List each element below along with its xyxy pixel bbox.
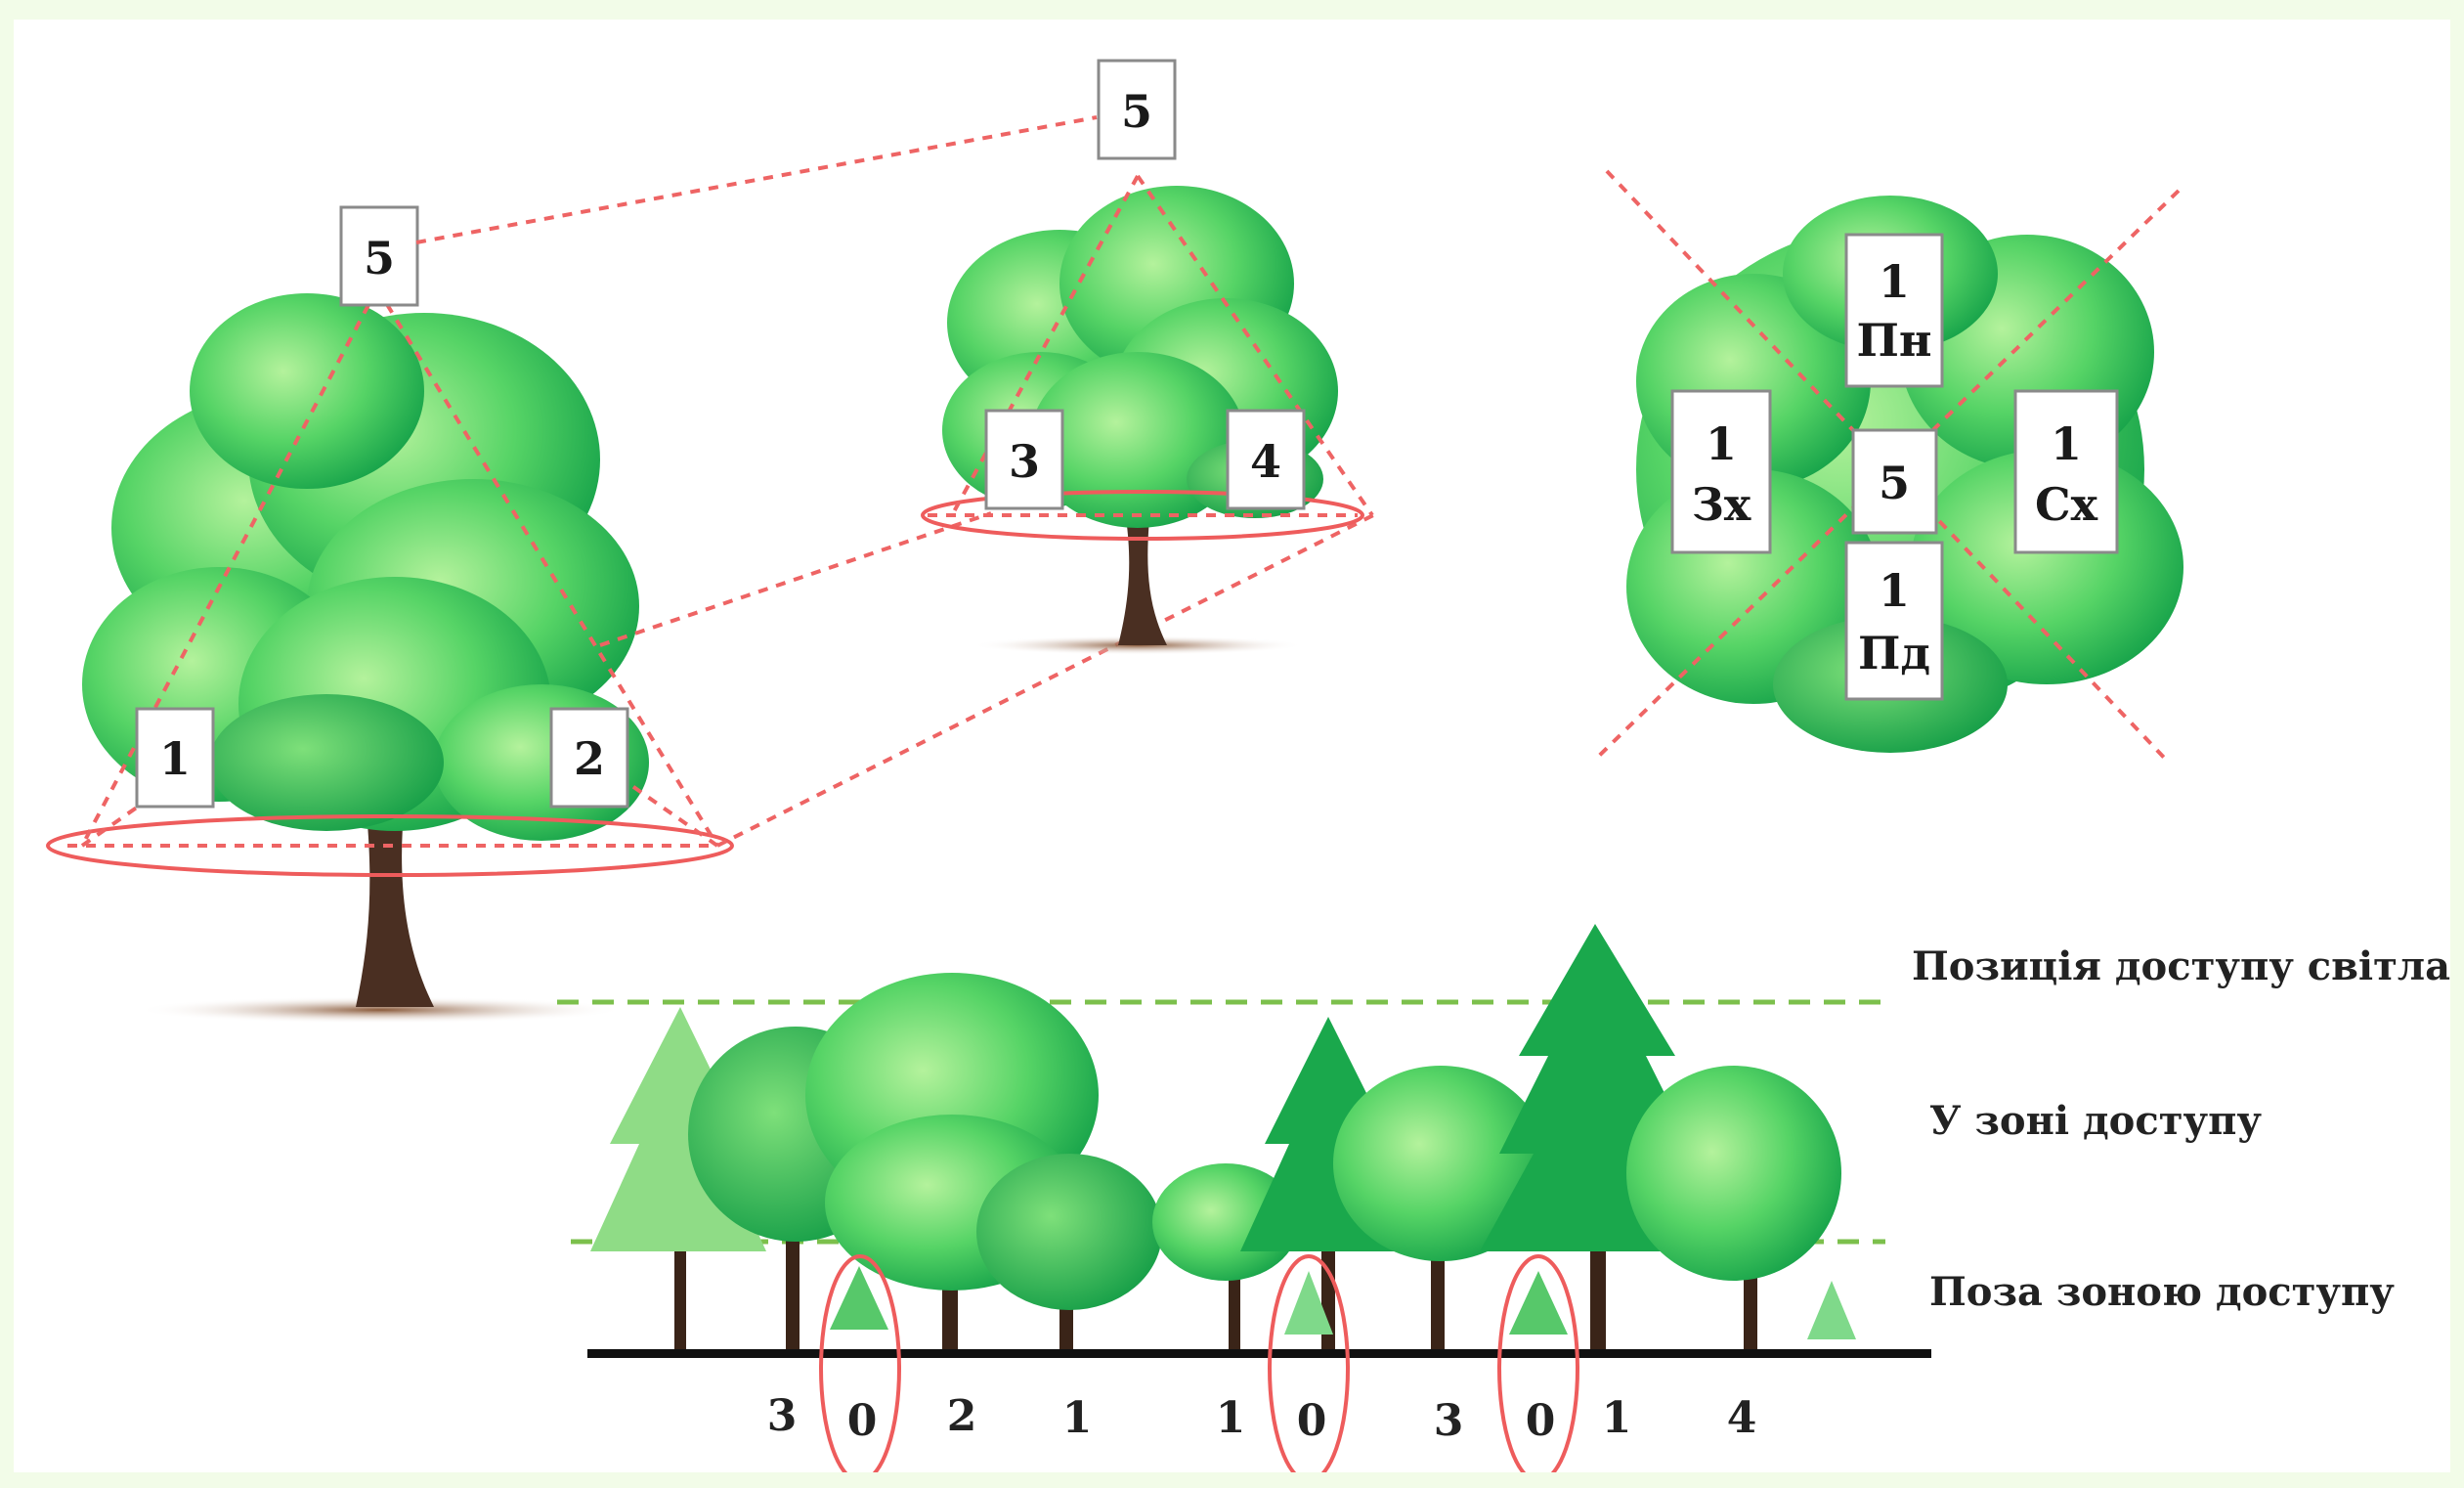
svg-text:1: 1 — [1879, 255, 1910, 308]
label-west: 1 Зх — [1670, 389, 1772, 554]
svg-text:Зх: Зх — [1692, 478, 1751, 531]
position-label: 1 — [1602, 1393, 1632, 1443]
legend-title: Позиція доступу світла: — [1912, 943, 2450, 989]
position-label: 0 — [1297, 1396, 1327, 1446]
position-label: 3 — [767, 1391, 798, 1441]
svg-text:1: 1 — [2051, 417, 2082, 470]
svg-text:5: 5 — [1121, 85, 1152, 138]
label-east: 1 Сх — [2013, 389, 2119, 554]
trunk — [1118, 518, 1167, 645]
label-large-top: 5 — [339, 205, 419, 307]
zero-marker — [819, 1254, 901, 1472]
svg-text:1: 1 — [1879, 564, 1910, 617]
connector-bottom — [716, 511, 1378, 848]
ground-line — [587, 1349, 1931, 1358]
position-label: 0 — [1526, 1396, 1556, 1446]
position-label: 2 — [947, 1391, 977, 1441]
diagram-svg: 5 1 2 5 — [46, 59, 2450, 1472]
svg-text:3: 3 — [1009, 435, 1040, 488]
ground-shadow — [136, 996, 625, 1024]
position-label: 1 — [1062, 1393, 1093, 1443]
trunk — [356, 802, 434, 1007]
label-small-top: 5 — [1097, 59, 1177, 160]
svg-text:1: 1 — [159, 732, 191, 785]
tree-large: 5 1 2 — [46, 205, 734, 1024]
svg-text:4: 4 — [1250, 435, 1281, 488]
svg-text:5: 5 — [364, 232, 395, 284]
label-small-left: 3 — [984, 409, 1064, 510]
position-label: 4 — [1727, 1393, 1757, 1443]
label-north: 1 Пн — [1844, 233, 1944, 388]
position-label: 3 — [1434, 1396, 1464, 1446]
forest-stand: 3 0 2 1 1 0 3 0 1 4 Позиція доступу світ… — [557, 924, 2450, 1472]
crown-base-ellipse — [46, 814, 734, 877]
diagram-canvas: 5 1 2 5 — [14, 20, 2450, 1472]
label-small-right: 4 — [1226, 409, 1306, 510]
connector-top — [415, 115, 1098, 244]
legend-out-zone: Поза зоною доступу — [1929, 1269, 2395, 1315]
crown — [942, 186, 1338, 528]
zero-marker — [1268, 1254, 1350, 1472]
label-large-left: 1 — [135, 707, 215, 809]
tree-small: 5 3 4 — [921, 59, 1374, 655]
crown-top-view: 1 Пн 1 Зх 5 1 Сх 1 Пд — [1595, 169, 2183, 765]
connector-middle — [599, 511, 992, 647]
svg-text:Пн: Пн — [1856, 314, 1931, 367]
label-large-right: 2 — [549, 707, 629, 809]
position-label: 1 — [1216, 1393, 1246, 1443]
diagonal-guide — [1605, 169, 2171, 765]
crown-base-ellipse — [921, 490, 1364, 541]
svg-text:1: 1 — [1706, 417, 1737, 470]
position-label: 0 — [847, 1396, 878, 1446]
position-numbers: 3 0 2 1 1 0 3 0 1 4 — [767, 1391, 1757, 1446]
svg-text:Сх: Сх — [2035, 478, 2098, 531]
zero-marker — [1497, 1254, 1579, 1472]
legend-in-zone: У зоні доступу — [1929, 1098, 2262, 1144]
svg-text:2: 2 — [574, 732, 605, 785]
diagonal-guide — [1595, 189, 2181, 760]
svg-text:Пд: Пд — [1858, 627, 1930, 679]
label-center: 5 — [1851, 428, 1938, 535]
canopies — [590, 924, 1856, 1339]
label-south: 1 Пд — [1844, 541, 1944, 701]
svg-text:5: 5 — [1879, 457, 1910, 509]
